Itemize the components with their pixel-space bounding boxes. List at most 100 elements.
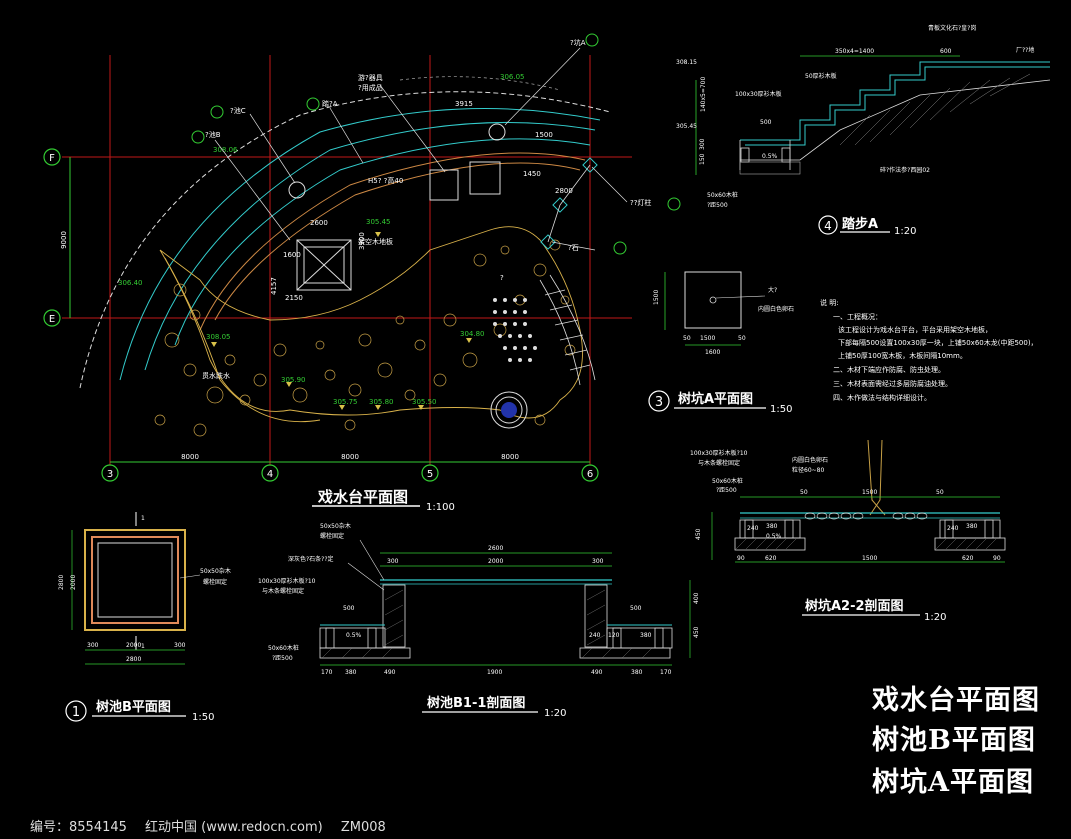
- a22-dim: 1500: [862, 555, 877, 562]
- pool-note: 50x50杂木: [200, 567, 231, 575]
- step-elev: 305.45: [676, 123, 697, 130]
- pit-a22-section: 100x30厚衫木板?10 与木条螺栓固定 50x60木桩 ?距500 内圆白色…: [690, 439, 1006, 623]
- a22-dim: 450: [695, 528, 702, 540]
- elev-label: 308.05: [206, 333, 231, 341]
- footer-watermark: 编号：8554145 红动中国 (www.redocn.com) ZM008: [0, 817, 1071, 839]
- note-lamp: ??灯柱: [630, 198, 651, 207]
- pit-dim: 1500: [700, 335, 715, 342]
- b11-scale: 1:20: [544, 708, 566, 719]
- b11-note: 螺栓固定: [320, 532, 344, 540]
- notes-item: 下部每隔500设置100x30厚一块，上铺50x60木龙(中距500)，: [838, 338, 1038, 347]
- step-dim: 140x5=700: [700, 77, 707, 112]
- b11-title: 树池B1-1剖面图: [427, 695, 525, 711]
- elev-label: 305.50: [412, 398, 437, 406]
- a22-dim: 380: [966, 523, 978, 530]
- grid-label-f: F: [49, 153, 55, 164]
- elev-label: 306.40: [118, 279, 143, 287]
- pool-dim: 300: [87, 642, 99, 649]
- main-plan: F E 3 4 5 6 8000 8000 8000 9000: [43, 33, 681, 482]
- dim-label: 4157: [270, 277, 278, 295]
- b11-dim: 2000: [488, 558, 503, 565]
- deck-label: 架空木地板: [358, 237, 393, 246]
- b11-note: ?距500: [272, 655, 293, 662]
- a22-dim: 50: [800, 489, 808, 496]
- step-note: 100x30厚衫木板: [735, 90, 782, 98]
- b11-dim: 400: [693, 592, 700, 604]
- b11-dim: 170: [321, 669, 333, 676]
- step-note: ?距500: [707, 202, 728, 209]
- step-dim: 600: [940, 48, 952, 55]
- note-stepa: 踏?A: [322, 99, 338, 108]
- big-title-pool-b: 树池B平面图: [872, 725, 1036, 756]
- b11-dim: 1900: [487, 669, 502, 676]
- stepping-stones: [493, 298, 537, 362]
- step-dim: 150: [699, 153, 706, 165]
- notes-block: 说 明: 一、工程概况： 该工程设计为戏水台平台，平台采用架空木地板， 下部每隔…: [820, 298, 1038, 402]
- pool-dim: 300: [174, 642, 186, 649]
- pool-b-plan: 1 1 300 2000 300 2800 2800 2000 50x50杂木 …: [58, 512, 231, 723]
- big-title-plan: 戏水台平面图: [872, 685, 1040, 716]
- b11-dim: 170: [660, 669, 672, 676]
- grid-label-3: 3: [107, 469, 113, 480]
- pit-dim: 1600: [705, 349, 720, 356]
- dim-label: 1600: [283, 251, 301, 259]
- b11-dim: 380: [345, 669, 357, 676]
- b11-dim: 380: [631, 669, 643, 676]
- notes-heading: 说 明:: [820, 298, 839, 307]
- pool-dim: 2800: [126, 656, 141, 663]
- notes-item: 二、木材下端应作防腐、防虫处理。: [833, 365, 945, 374]
- note-fin: ?用成品: [358, 83, 383, 92]
- a22-note: ?距500: [716, 487, 737, 494]
- dim-label: 3900: [358, 232, 366, 250]
- b11-note: 100x30厚衫木板?10: [258, 577, 316, 585]
- elev-label: 305.45: [366, 218, 391, 226]
- pool-dim: 2000: [70, 575, 77, 590]
- a22-note: 50x60木桩: [712, 477, 743, 485]
- a22-note: 100x30厚衫木板?10: [690, 449, 748, 457]
- big-title-pit-a: 树坑A平面图: [872, 767, 1034, 798]
- step-a-detail: 350x4=1400 600 308.15 305.45 140x5=700 1…: [676, 24, 1051, 237]
- notes-item: 三、木材表面需经过多层防腐油处理。: [833, 379, 952, 388]
- grid-label-4: 4: [267, 469, 273, 480]
- b11-dim: 120: [608, 632, 620, 639]
- b11-note: 与木条螺栓固定: [262, 587, 304, 595]
- a22-dim: 90: [993, 555, 1001, 562]
- grid-label-5: 5: [427, 469, 433, 480]
- dim-label: 2150: [285, 294, 303, 302]
- pool-cut: 1: [141, 515, 145, 522]
- a22-dim: 620: [962, 555, 974, 562]
- a22-dim: 50: [936, 489, 944, 496]
- note-pond: ?: [500, 274, 504, 282]
- footer-code: 编号：8554145: [30, 820, 127, 835]
- step-detail-number: 4: [824, 219, 832, 233]
- pit-note: 内圆白色卵石: [758, 305, 794, 313]
- b11-note: 深灰色?石条??定: [288, 555, 334, 563]
- step-scale: 1:20: [894, 226, 916, 237]
- b11-dim: 490: [384, 669, 396, 676]
- grid-bubbles: [43, 148, 599, 482]
- a22-dim: 380: [766, 523, 778, 530]
- step-dim: 500: [760, 119, 772, 126]
- a22-note: 粒径60~80: [792, 466, 824, 474]
- pool-dim: 2800: [58, 575, 65, 590]
- pavilion-square: [296, 239, 352, 291]
- notes-item: 该工程设计为戏水台平台，平台采用架空木地板，: [838, 325, 992, 334]
- pool-note: 螺栓固定: [203, 578, 227, 586]
- grid-label-6: 6: [587, 469, 593, 480]
- a22-dim: 240: [747, 525, 759, 532]
- elev-label: 308.06: [213, 146, 238, 154]
- elev-label: 304.80: [460, 330, 485, 338]
- col-spacing-1: 8000: [181, 453, 199, 461]
- grid-label-e: E: [49, 314, 55, 325]
- b11-dim: 500: [343, 605, 355, 612]
- step-title: 踏步A: [842, 216, 878, 232]
- note-pita: ?坑A: [570, 38, 586, 47]
- a22-dim: 0.5%: [766, 533, 782, 540]
- dim-label: 2800: [555, 187, 573, 195]
- b11-dim: 300: [592, 558, 604, 565]
- pit-note: 大?: [768, 286, 777, 294]
- pool-b11-section: 50x50杂木 螺栓固定 深灰色?石条??定 100x30厚衫木板?10 与木条…: [258, 522, 700, 719]
- step-note: 青板文化石?皇?岗: [928, 24, 976, 32]
- pit-a-plan: 1500 1600 1500 50 50 大? 内圆白色卵石 3 树坑A平面图 …: [648, 271, 794, 415]
